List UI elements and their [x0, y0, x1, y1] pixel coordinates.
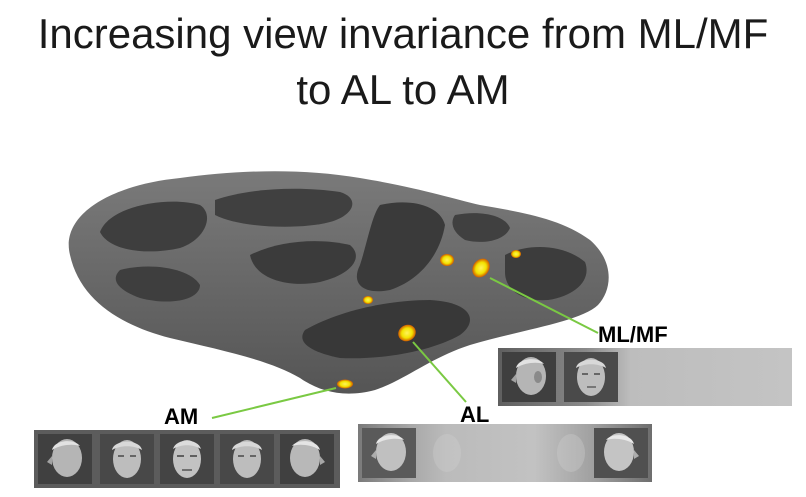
face-profile-left-image: [362, 428, 416, 478]
connector-am: [211, 387, 337, 419]
label-am: AM: [164, 404, 199, 429]
sulcus-patch: [100, 201, 208, 252]
activation-spot: [440, 254, 454, 266]
face-profile-left-image: [502, 352, 556, 402]
sulcus-patch: [115, 266, 200, 302]
sulcus-patch: [452, 213, 510, 242]
sulcus-patch: [505, 246, 587, 301]
faded-face-image: [433, 434, 461, 472]
face-three-quarter-right-image: [220, 434, 274, 484]
face-three-quarter-left-image: [100, 434, 154, 484]
activation-spot-am: [337, 379, 353, 389]
slide-title: Increasing view invariance from ML/MF to…: [0, 6, 806, 118]
label-al: AL: [460, 402, 490, 427]
sulcus-patch: [302, 300, 470, 359]
faded-face-image: [557, 434, 585, 472]
activation-spot-al: [398, 324, 416, 342]
activation-spot: [363, 296, 373, 304]
face-frontal-image: [160, 434, 214, 484]
face-three-quarter-image: [564, 352, 618, 402]
sulcus-patch: [215, 188, 353, 227]
connector-al: [412, 341, 467, 403]
connector-ml-mf: [489, 277, 599, 334]
face-profile-right-image: [280, 434, 334, 484]
title-line-1: Increasing view invariance from ML/MF: [37, 10, 769, 57]
sulcus-patch: [250, 241, 356, 284]
face-strip-al: [358, 424, 652, 482]
sulcus-patch: [356, 202, 445, 292]
activation-spot: [511, 250, 521, 258]
face-strip-ml-mf: [498, 348, 792, 406]
face-profile-left-image: [38, 434, 92, 484]
title-line-2: to AL to AM: [296, 66, 510, 113]
face-strip-am: [34, 430, 340, 488]
face-profile-right-image: [594, 428, 648, 478]
label-ml-mf: ML/MF: [598, 322, 668, 347]
activation-spot-ml-mf: [472, 258, 490, 278]
